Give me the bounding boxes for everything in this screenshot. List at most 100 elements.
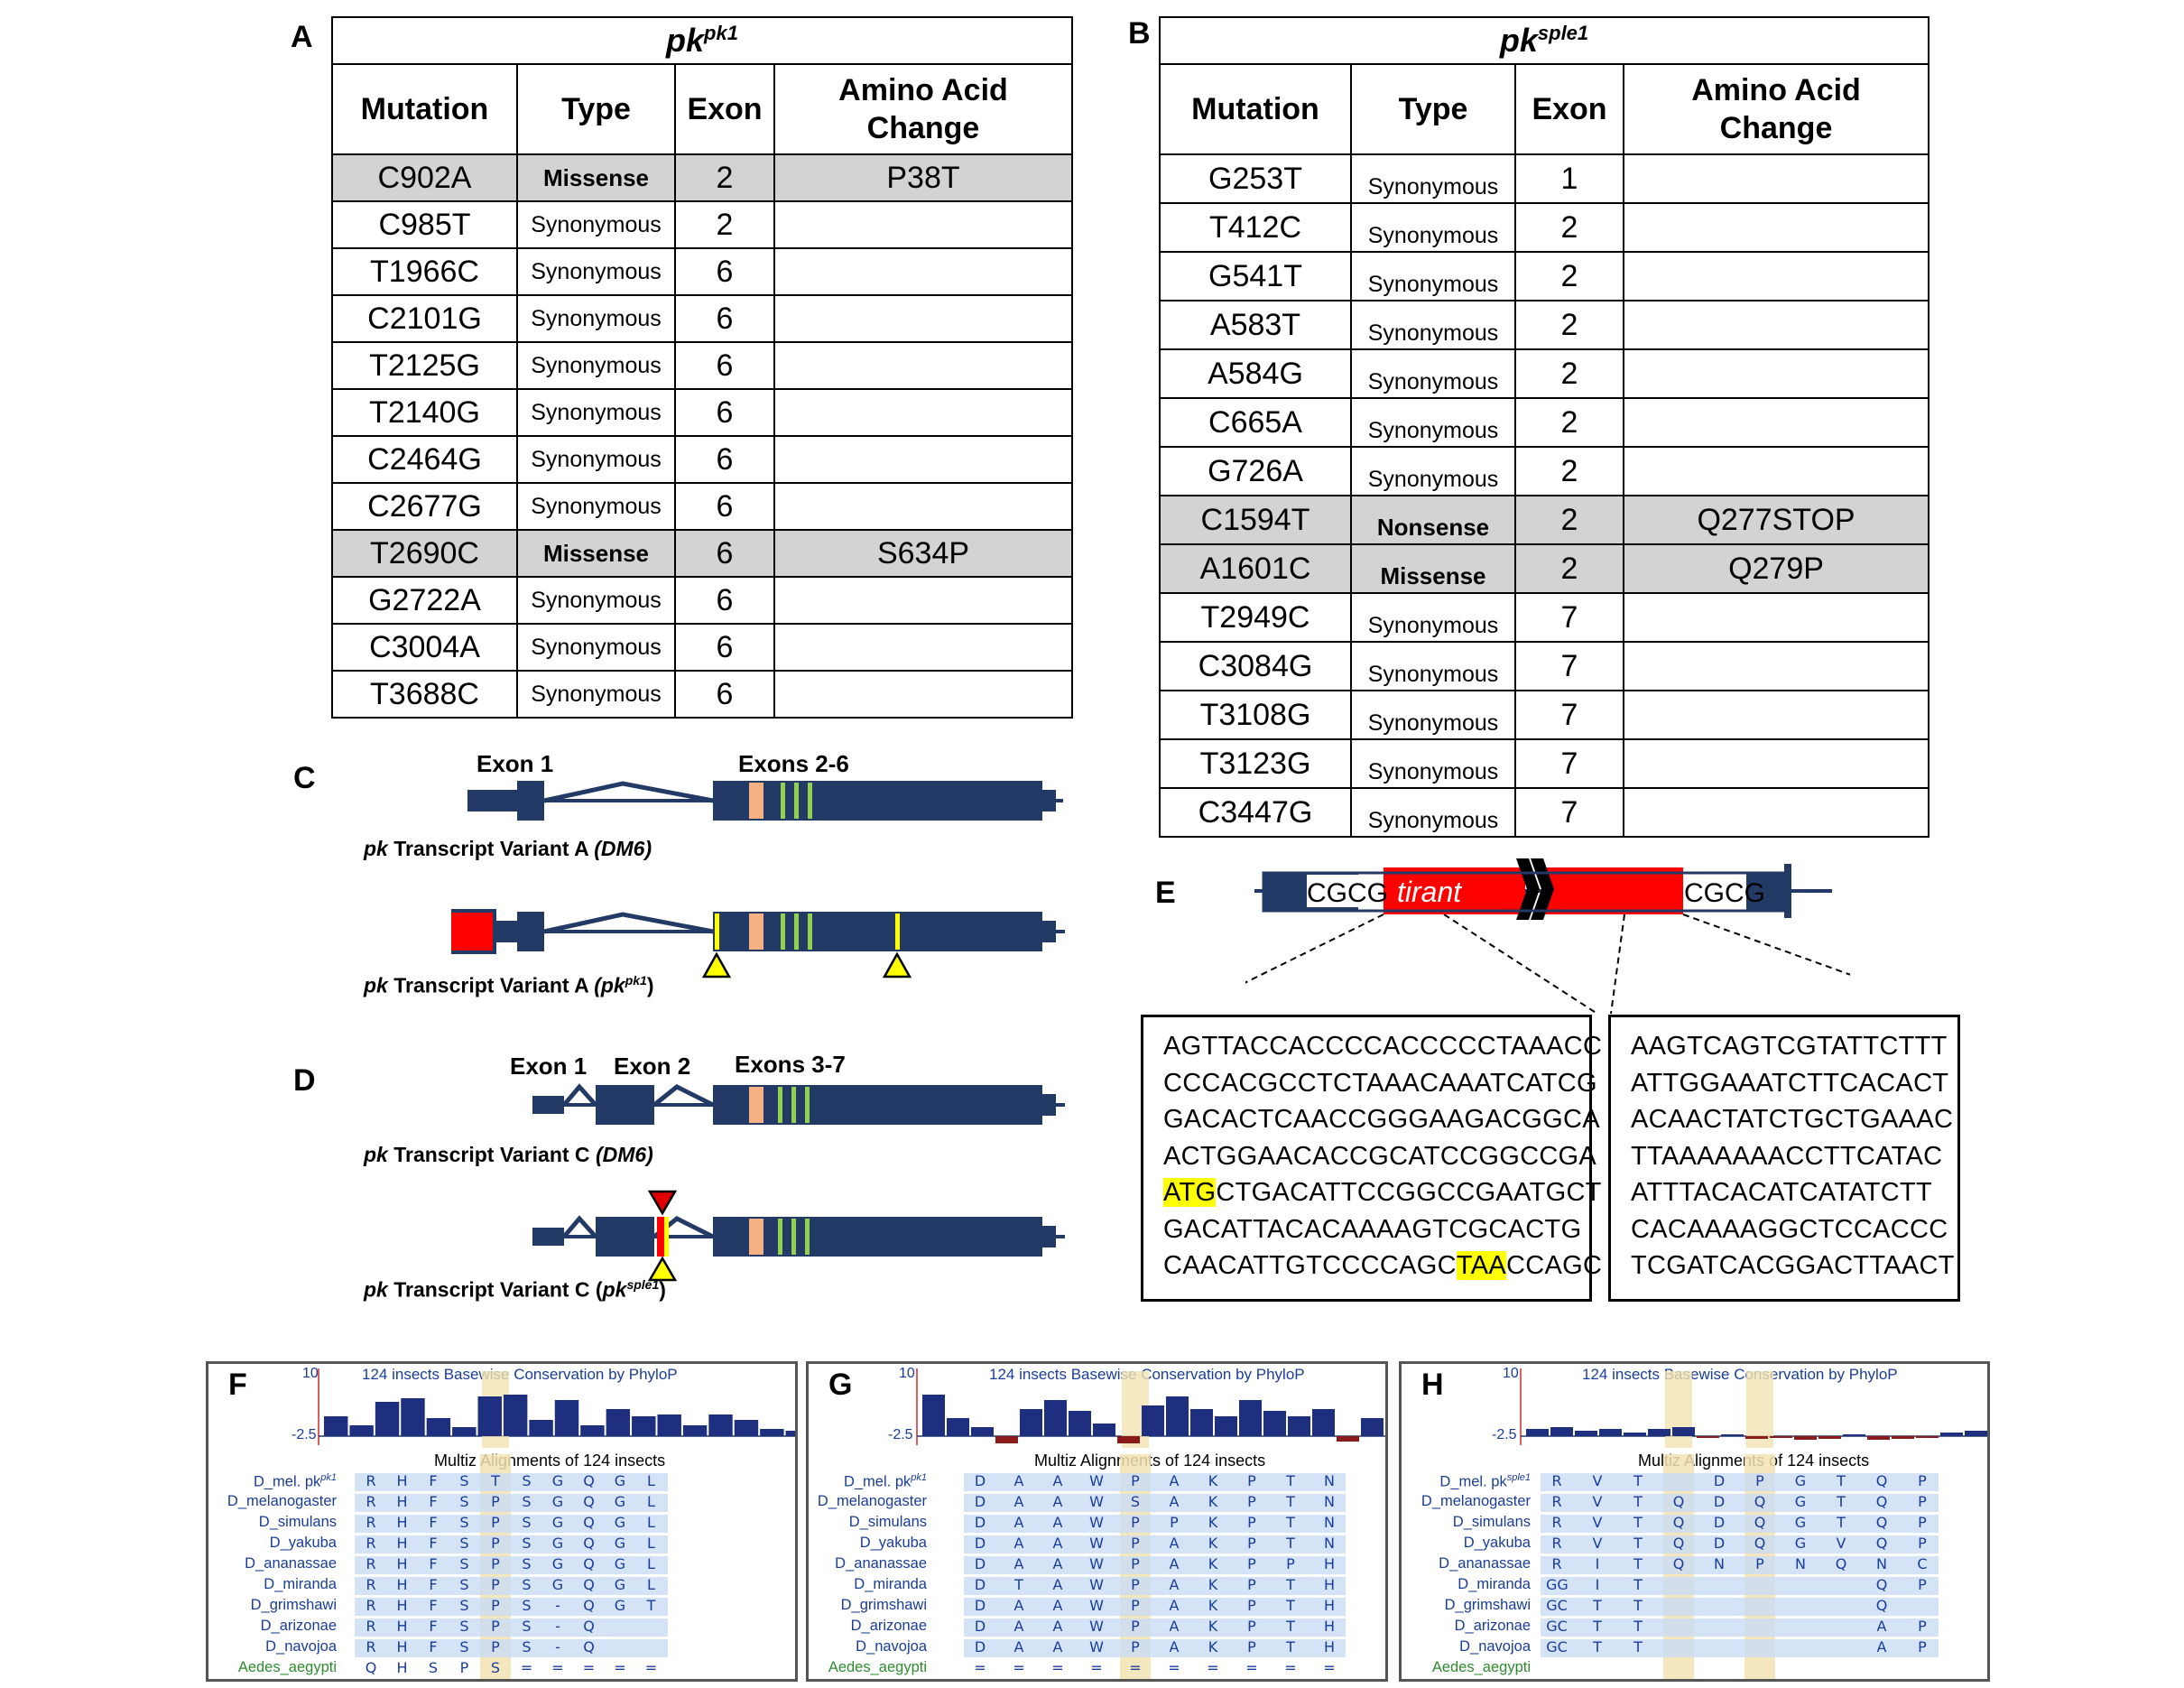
cell-type: Synonymous <box>516 247 676 296</box>
conservation-bar <box>1044 1400 1067 1436</box>
species-label: D_grimshawi <box>1444 1597 1531 1613</box>
alignment-row-bg <box>964 1598 1346 1616</box>
residue-cell: H <box>396 1638 408 1656</box>
residue-cell: I <box>1595 1555 1600 1572</box>
residue-cell: T <box>1633 1618 1643 1635</box>
residue-cell: Q <box>1754 1514 1766 1531</box>
species-label: D_yakuba <box>269 1535 337 1551</box>
residue-cell: I <box>1595 1576 1600 1593</box>
residue-cell: P <box>1247 1493 1256 1510</box>
cell-mutation: T2140G <box>331 388 518 437</box>
residue-cell: W <box>1089 1638 1104 1656</box>
residue-cell: S <box>459 1638 469 1656</box>
species-label: D_arizonae <box>260 1618 337 1634</box>
residue-cell: V <box>1592 1535 1603 1552</box>
residue-cell: R <box>366 1638 376 1656</box>
residue-cell: P <box>1131 1597 1140 1614</box>
residue-cell: - <box>555 1638 560 1656</box>
residue-cell: S <box>459 1535 469 1552</box>
residue-cell: P <box>1918 1493 1927 1510</box>
residue-cell: G <box>1794 1535 1807 1552</box>
species-label: D_navojoa <box>265 1638 337 1655</box>
conservation-bar <box>1989 1427 1990 1436</box>
conservation-bar <box>324 1416 348 1436</box>
cell-mutation: T3108G <box>1159 690 1352 740</box>
conservation-bar <box>657 1414 681 1436</box>
residue-cell: Q <box>583 1597 595 1614</box>
residue-cell: W <box>1089 1514 1104 1531</box>
sequence-line: ATGCTGACATTCCGGCCGAATGCT <box>1163 1178 1602 1207</box>
residue-cell: H <box>396 1576 408 1593</box>
residue-cell: N <box>1324 1535 1335 1552</box>
cell-type: Synonymous <box>516 482 676 531</box>
cell-aa-change <box>773 388 1073 437</box>
residue-cell: Q <box>1875 1597 1888 1614</box>
cell-exon: 2 <box>1514 348 1624 399</box>
cell-type: Synonymous <box>1350 446 1516 496</box>
cell-exon: 6 <box>674 388 775 437</box>
cell-exon: 6 <box>674 576 775 625</box>
residue-cell: Q <box>1875 1514 1888 1531</box>
cell-aa-change <box>773 482 1073 531</box>
residue-cell: S <box>522 1618 532 1635</box>
residue-cell: A <box>1013 1535 1024 1552</box>
residue-cell: H <box>396 1555 408 1572</box>
species-label: D_melanogaster <box>227 1493 337 1509</box>
residue-cell: H <box>1323 1618 1336 1635</box>
residue-cell: T <box>1633 1493 1643 1510</box>
residue-cell: P <box>1918 1472 1927 1489</box>
residue-cell: P <box>491 1493 500 1510</box>
residue-cell: P <box>1755 1555 1764 1572</box>
species-label: D_simulans <box>848 1514 927 1530</box>
residue-cell: G <box>614 1493 626 1510</box>
cell-aa-change <box>773 247 1073 296</box>
alignment-row-bg <box>1541 1618 1939 1637</box>
residue-cell: F <box>429 1555 438 1572</box>
sequence-line: ATTTACACATCATATCTT <box>1631 1178 1933 1207</box>
alignment-row-bg <box>964 1535 1346 1554</box>
residue-cell: A <box>1052 1535 1063 1552</box>
axis-tick-top: 10 <box>302 1366 319 1381</box>
cell-aa-change <box>773 294 1073 343</box>
alignment-row-bg <box>355 1473 668 1491</box>
species-label: D_navojoa <box>1459 1638 1531 1655</box>
residue-cell: A <box>1169 1576 1180 1593</box>
species-label: D_arizonae <box>1454 1618 1531 1634</box>
cell-exon: 6 <box>674 623 775 672</box>
cell-mutation: G726A <box>1159 446 1352 496</box>
conservation-bar <box>477 1396 502 1436</box>
alignment-row-bg <box>355 1577 668 1595</box>
residue-cell: GG <box>1546 1576 1569 1593</box>
residue-cell: GC <box>1546 1597 1568 1614</box>
cell-exon: 2 <box>674 153 775 202</box>
residue-cell: = <box>582 1659 596 1676</box>
sequence-line: CCCACGCCTCTAAACAAATCATCG <box>1163 1068 1597 1098</box>
residue-cell: H <box>396 1535 408 1552</box>
col-header-type: Type <box>516 63 676 155</box>
residue-cell: A <box>1169 1618 1180 1635</box>
cell-mutation: A1601C <box>1159 543 1352 594</box>
cell-aa-change <box>1622 641 1930 691</box>
sequence-line: AGTTACCACCCCACCCCCTAAACC <box>1163 1032 1603 1061</box>
conservation-bar <box>606 1409 631 1436</box>
residue-cell: T <box>1286 1597 1295 1614</box>
residue-cell: D <box>974 1638 986 1656</box>
residue-cell: Q <box>583 1576 595 1593</box>
conservation-bar <box>785 1431 795 1436</box>
panel-label-b: B <box>1128 16 1151 51</box>
residue-cell: = <box>1284 1659 1297 1676</box>
species-label: D_grimshawi <box>250 1597 337 1613</box>
residue-cell: R <box>1551 1514 1562 1531</box>
conservation-bar <box>375 1402 400 1436</box>
sequence-line: TCGATCACGGACTTAACT <box>1631 1251 1955 1280</box>
conservation-bar <box>1020 1409 1042 1436</box>
residue-cell: H <box>1323 1576 1336 1593</box>
alignment-row-bg <box>1541 1639 1939 1657</box>
